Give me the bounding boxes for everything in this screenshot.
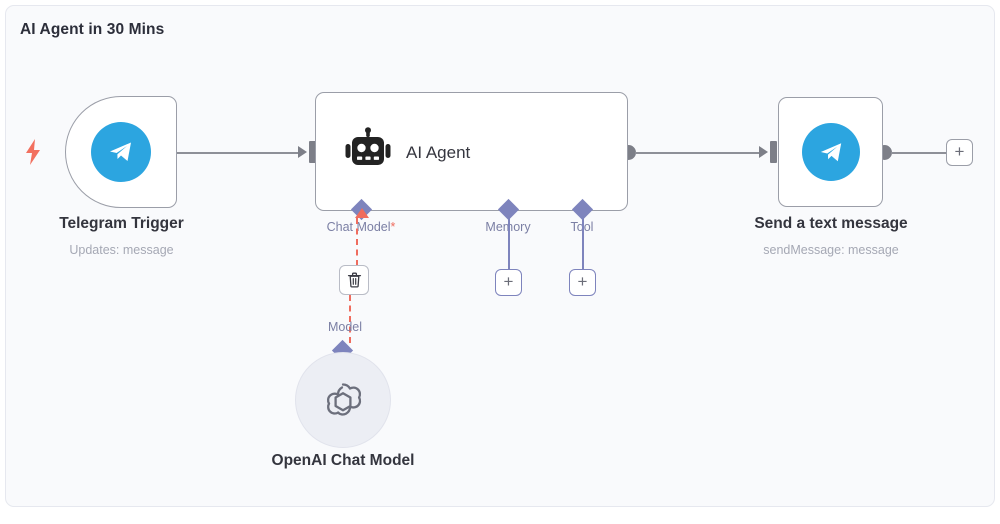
delete-connection-button[interactable]	[339, 265, 369, 295]
openai-icon	[326, 383, 362, 416]
connection-agent-to-action[interactable]	[635, 151, 761, 154]
trash-icon	[347, 272, 361, 288]
workflow-title: AI Agent in 30 Mins	[20, 21, 165, 38]
node-telegram-trigger-subtitle: Updates: message	[69, 243, 174, 257]
add-next-node-button[interactable]: +	[946, 139, 973, 166]
node-ai-agent[interactable]: AI Agent	[315, 92, 628, 211]
robot-icon	[345, 127, 391, 165]
node-telegram-trigger-title: Telegram Trigger	[59, 215, 184, 232]
node-openai-chat-model-title: OpenAI Chat Model	[271, 452, 415, 469]
workflow-canvas[interactable]: AI Agent in 30 Mins	[5, 5, 995, 507]
node-send-text-message-subtitle: sendMessage: message	[763, 243, 899, 257]
node-send-text-message[interactable]	[778, 97, 883, 207]
port-chat-model-label: Chat Model*	[326, 220, 396, 234]
chat-model-connection-upper[interactable]	[356, 218, 358, 266]
node-telegram-trigger[interactable]	[65, 96, 177, 208]
connection-trigger-to-agent[interactable]	[176, 151, 300, 154]
telegram-icon	[802, 123, 860, 181]
chat-model-connection-lower[interactable]	[349, 295, 351, 343]
chat-model-port-label: Model	[327, 320, 363, 334]
telegram-icon	[91, 122, 151, 182]
node-openai-chat-model[interactable]	[295, 352, 391, 448]
agent-input-port[interactable]	[309, 141, 316, 163]
connection-arrow-agent-input	[298, 146, 307, 158]
add-tool-button[interactable]: +	[569, 269, 596, 296]
add-memory-button[interactable]: +	[495, 269, 522, 296]
chat-model-connection-arrow	[354, 208, 369, 218]
connection-memory-stub[interactable]	[507, 216, 510, 269]
connection-action-to-add[interactable]	[891, 151, 946, 154]
node-ai-agent-title: AI Agent	[406, 142, 471, 162]
node-send-text-message-title: Send a text message	[754, 215, 908, 232]
action-input-port[interactable]	[770, 141, 777, 163]
connection-arrow-action-input	[759, 146, 768, 158]
lightning-bolt-icon	[26, 139, 40, 165]
connection-tool-stub[interactable]	[581, 216, 584, 269]
